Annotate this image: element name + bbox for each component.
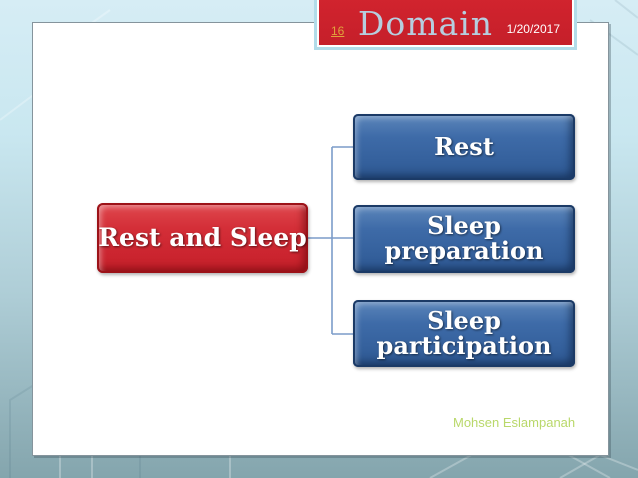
author-credit: Mohsen Eslampanah	[453, 415, 576, 430]
title-banner: 16 Domain 1/20/2017	[314, 0, 577, 50]
diagram-node-root-label: Rest and Sleep	[98, 223, 307, 252]
slide-date: 1/20/2017	[506, 22, 560, 36]
diagram-node-child-label: Rest	[434, 131, 494, 161]
title-banner-fill: 16 Domain 1/20/2017	[319, 0, 572, 45]
diagram-node-child-label: Sleep preparation	[384, 211, 544, 265]
diagram-node-child: Sleep preparation	[353, 205, 575, 273]
diagram-node-child: Rest	[353, 114, 575, 180]
diagram-node-root: Rest and Sleep	[97, 203, 308, 273]
diagram-node-child: Sleep participation	[353, 300, 575, 367]
slide-title: Domain	[357, 4, 494, 43]
slide-number: 16	[331, 24, 345, 38]
diagram-node-child-label: Sleep participation	[376, 305, 552, 360]
